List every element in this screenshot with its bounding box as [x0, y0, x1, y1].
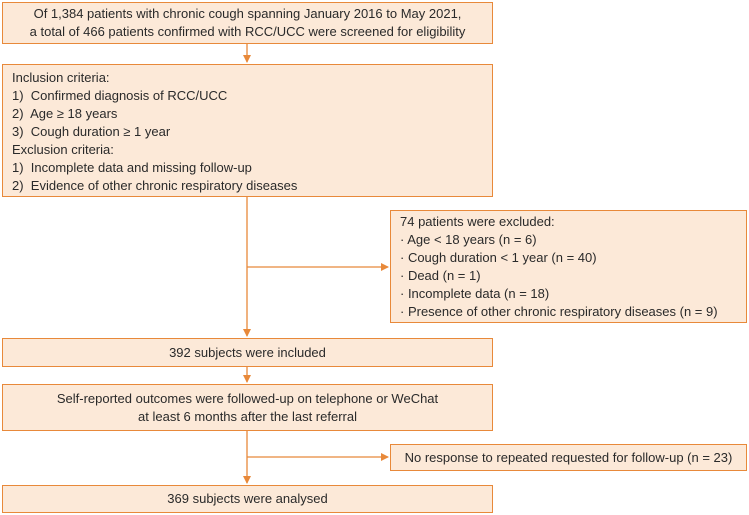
- excluded-title: 74 patients were excluded:: [400, 214, 555, 229]
- screening-line-2: a total of 466 patients confirmed with R…: [29, 24, 466, 39]
- inclusion-item: 3) Cough duration ≥ 1 year: [12, 124, 171, 139]
- screening-box: Of 1,384 patients with chronic cough spa…: [2, 2, 493, 44]
- inclusion-title: Inclusion criteria:: [12, 70, 110, 85]
- followup-box: Self-reported outcomes were followed-up …: [2, 384, 493, 431]
- followup-line-2: at least 6 months after the last referra…: [138, 408, 357, 424]
- excluded-item: · Age < 18 years (n = 6): [400, 232, 537, 247]
- included-box: 392 subjects were included: [2, 338, 493, 367]
- excluded-item: · Dead (n = 1): [400, 268, 481, 283]
- criteria-box: Inclusion criteria: 1) Confirmed diagnos…: [2, 64, 493, 197]
- no-response-text: No response to repeated requested for fo…: [404, 449, 733, 465]
- no-response-box: No response to repeated requested for fo…: [390, 444, 747, 471]
- excluded-box: 74 patients were excluded: · Age < 18 ye…: [390, 210, 747, 323]
- exclusion-item: 2) Evidence of other chronic respiratory…: [12, 178, 298, 193]
- included-text: 392 subjects were included: [169, 344, 326, 360]
- analysed-text: 369 subjects were analysed: [167, 491, 328, 506]
- inclusion-item: 1) Confirmed diagnosis of RCC/UCC: [12, 88, 228, 103]
- screening-line-1: Of 1,384 patients with chronic cough spa…: [33, 6, 462, 21]
- excluded-item: · Presence of other chronic respiratory …: [400, 304, 718, 319]
- exclusion-item: 1) Incomplete data and missing follow-up: [12, 160, 252, 175]
- inclusion-item: 2) Age ≥ 18 years: [12, 106, 118, 121]
- analysed-box: 369 subjects were analysed: [2, 485, 493, 513]
- excluded-item: · Cough duration < 1 year (n = 40): [400, 250, 597, 265]
- exclusion-title: Exclusion criteria:: [12, 142, 114, 157]
- followup-line-1: Self-reported outcomes were followed-up …: [56, 390, 439, 406]
- excluded-item: · Incomplete data (n = 18): [400, 286, 550, 301]
